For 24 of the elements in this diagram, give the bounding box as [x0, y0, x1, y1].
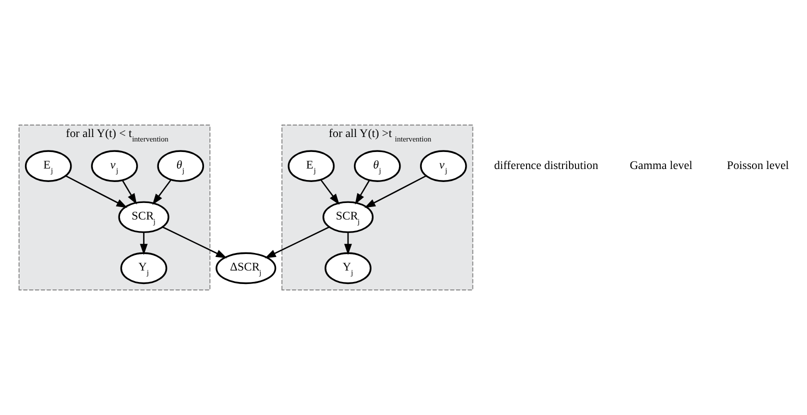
- arrow: [364, 175, 426, 208]
- node-ellipse: ν$_{j}$: [420, 150, 467, 182]
- node-ellipse: ΔSCR$_{j}$: [216, 252, 276, 284]
- node-ellipse: Y$_{j}$: [324, 252, 372, 284]
- node-ellipse: ν$_{j}$: [91, 150, 138, 182]
- arrow: [162, 226, 228, 258]
- node-ellipse: Y$_{j}$: [120, 252, 168, 284]
- arrow: [355, 180, 370, 205]
- node-ellipse: SCR$_{j}$: [118, 201, 170, 234]
- node-ellipse: E$_{j}$: [24, 150, 72, 182]
- arrow: [264, 226, 330, 258]
- node-ellipse: θ$_{j}$: [354, 150, 401, 182]
- arrow: [152, 179, 172, 205]
- node-ellipse: SCR$_{j}$: [322, 201, 374, 234]
- label: Gamma level: [630, 159, 692, 172]
- arrow: [320, 179, 340, 205]
- label: Poisson level: [726, 159, 789, 172]
- node-ellipse: θ$_{j}$: [157, 150, 204, 182]
- arrow: [140, 232, 148, 255]
- arrow: [122, 180, 137, 205]
- arrow: [344, 232, 352, 255]
- arrow: [65, 175, 128, 208]
- node-ellipse: E$_{j}$: [288, 150, 335, 182]
- label: difference distribution: [494, 159, 598, 172]
